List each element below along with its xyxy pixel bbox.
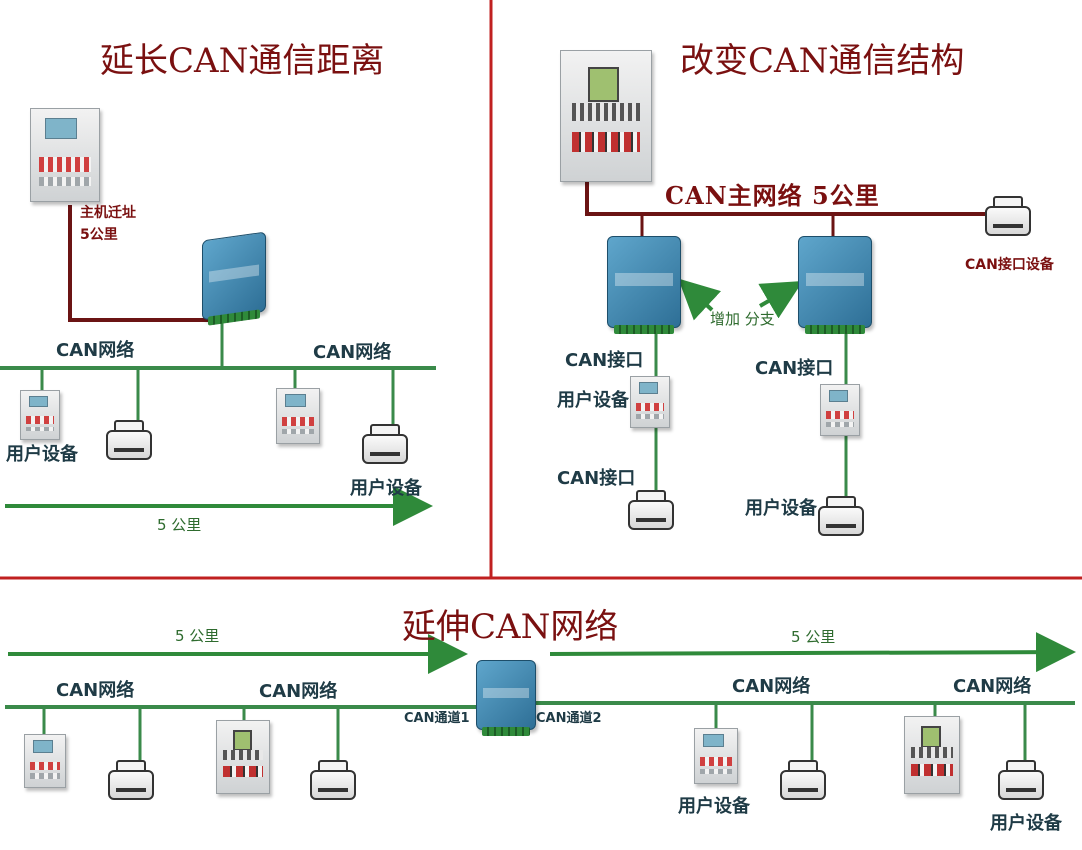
device-panel-icon [694, 728, 738, 784]
main-host-panel-icon [560, 50, 652, 182]
host-panel-icon [904, 716, 960, 794]
can-network-label: CAN网络 [732, 676, 811, 697]
can-channel-1-label: CAN通道1 [404, 711, 470, 726]
can-interface-device-label: CAN接口设备 [965, 257, 1054, 273]
device-panel-icon [630, 376, 670, 428]
device-panel-icon [820, 384, 860, 436]
title-change-structure: 改变CAN通信结构 [680, 41, 965, 81]
can-interface-label: CAN接口 [565, 350, 644, 371]
printer-icon [108, 760, 154, 800]
title-extend-network: 延伸CAN网络 [402, 607, 619, 647]
printer-icon [998, 760, 1044, 800]
distance-label: 5 公里 [791, 628, 836, 646]
can-interface-label: CAN接口 [557, 468, 636, 489]
add-branch-label: 增加 分支 [710, 310, 775, 328]
can-bridge-module-icon [476, 660, 536, 736]
title-extend-distance: 延长CAN通信距离 [100, 41, 385, 81]
device-panel-icon [24, 734, 66, 788]
printer-icon [362, 424, 408, 464]
host-panel-icon [30, 108, 100, 202]
user-device-label: 用户设备 [6, 444, 78, 465]
user-device-label: 用户设备 [557, 390, 629, 411]
printer-icon [780, 760, 826, 800]
printer-icon [628, 490, 674, 530]
host-distance-label: 5公里 [80, 227, 118, 243]
distance-label: 5 公里 [157, 516, 202, 534]
user-device-label: 用户设备 [678, 796, 750, 817]
can-network-label: CAN网络 [56, 340, 135, 361]
printer-icon [310, 760, 356, 800]
can-network-label: CAN网络 [313, 342, 392, 363]
can-bridge-module-icon [202, 231, 266, 326]
printer-icon [106, 420, 152, 460]
distance-label: 5 公里 [175, 627, 220, 645]
user-device-label: 用户设备 [350, 478, 422, 499]
can-bridge-module-icon [607, 236, 681, 334]
device-panel-icon [20, 390, 60, 440]
user-device-label: 用户设备 [990, 813, 1062, 834]
can-bridge-module-icon [798, 236, 872, 334]
device-panel-icon [276, 388, 320, 444]
can-network-label: CAN网络 [953, 676, 1032, 697]
can-channel-2-label: CAN通道2 [536, 711, 602, 726]
can-network-label: CAN网络 [259, 681, 338, 702]
host-relocation-label: 主机迁址 [80, 205, 136, 221]
can-interface-label: CAN接口 [755, 358, 834, 379]
printer-icon [985, 196, 1031, 236]
main-network-label: CAN主网络 5公里 [665, 181, 880, 210]
can-network-label: CAN网络 [56, 680, 135, 701]
user-device-label: 用户设备 [745, 498, 817, 519]
printer-icon [818, 496, 864, 536]
host-panel-icon [216, 720, 270, 794]
